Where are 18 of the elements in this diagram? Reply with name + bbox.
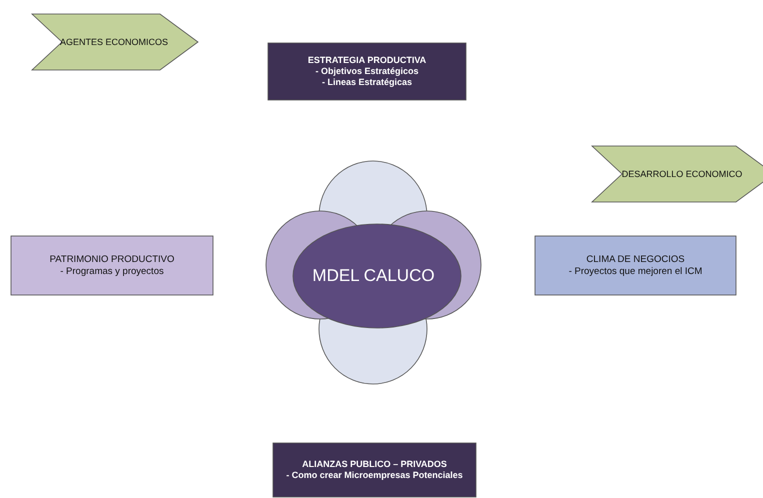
- strategy-box: [273, 443, 476, 497]
- chevron-arrow-shape: [32, 14, 198, 70]
- box-item: - Objetivos Estratégicos: [315, 66, 419, 77]
- box-heading: ESTRATEGIA PRODUCTIVA: [308, 55, 426, 66]
- process-box: [535, 236, 736, 295]
- box-heading: PATRIMONIO PRODUCTIVO: [50, 254, 174, 266]
- box-item: - Lineas Estratégicas: [322, 76, 412, 88]
- chevron-arrow-shape: [592, 146, 763, 202]
- arrow-label: AGENTES ECONOMICOS: [60, 36, 168, 48]
- box-item: - Proyectos que mejoren el ICM: [568, 266, 702, 277]
- box-heading: CLIMA DE NEGOCIOS: [586, 254, 685, 266]
- box-heading: ALIANZAS PUBLICO – PRIVADOS: [302, 459, 447, 470]
- arrow-label: DESARROLLO ECONOMICO: [622, 168, 742, 180]
- center-title: MDEL CALUCO: [312, 266, 435, 287]
- strategy-box: [268, 43, 466, 100]
- box-item: - Programas y proyectos: [60, 266, 164, 277]
- box-item: - Como crear Microempresas Potenciales: [286, 470, 463, 481]
- process-box: [11, 236, 213, 295]
